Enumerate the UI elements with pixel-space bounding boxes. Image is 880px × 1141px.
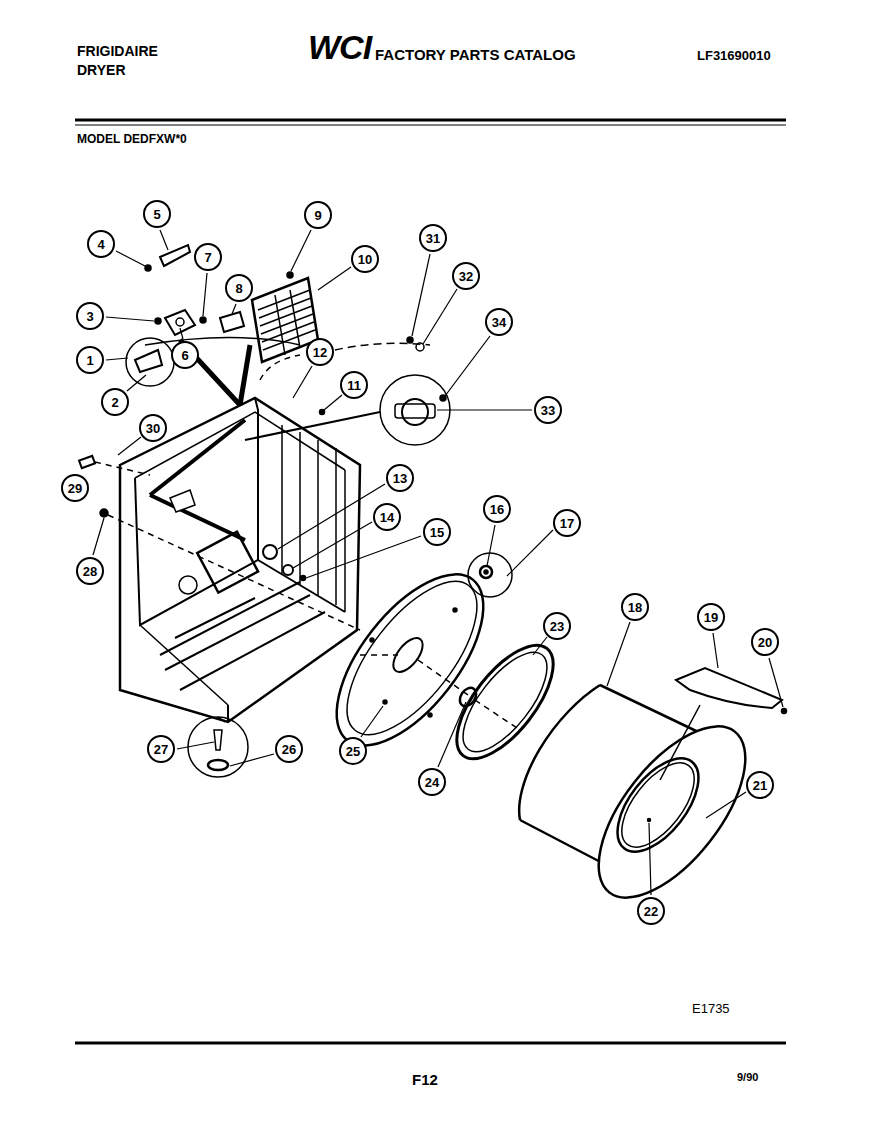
callout-text: 28	[83, 565, 97, 578]
callout-number: 31	[419, 224, 447, 252]
callout-text: 21	[753, 779, 767, 792]
callout-text: 18	[628, 601, 642, 614]
callout-number: 25	[339, 737, 367, 765]
callout-text: 26	[282, 743, 296, 756]
callout-text: 29	[68, 482, 82, 495]
callout-text: 32	[459, 270, 473, 283]
callout-text: 20	[758, 636, 772, 649]
callout-number: 33	[534, 396, 562, 424]
callout-number: 10	[351, 245, 379, 273]
callout-number: 17	[553, 509, 581, 537]
callout-text: 13	[393, 472, 407, 485]
callout-number: 27	[147, 735, 175, 763]
callout-number: 16	[483, 495, 511, 523]
callout-text: 15	[430, 526, 444, 539]
callout-number: 4	[87, 230, 115, 258]
callout-text: 22	[644, 905, 658, 918]
callout-number: 32	[452, 262, 480, 290]
callout-text: 23	[550, 620, 564, 633]
catalog-title: FACTORY PARTS CATALOG	[375, 47, 576, 62]
callout-text: 10	[358, 253, 372, 266]
header-text: LF31690010	[697, 49, 771, 62]
callout-text: 8	[235, 282, 242, 295]
callout-number: 23	[543, 612, 571, 640]
callout-text: 31	[426, 232, 440, 245]
callout-number: 30	[139, 414, 167, 442]
callout-number: 18	[621, 593, 649, 621]
header-text: FRIGIDAIRE	[77, 44, 158, 58]
callout-number: 26	[275, 735, 303, 763]
callout-text: 17	[560, 517, 574, 530]
callout-text: 12	[313, 346, 327, 359]
header-text: F12	[412, 1072, 438, 1087]
callout-number: 29	[61, 474, 89, 502]
brand-logo: WCI	[308, 30, 371, 64]
callout-number: 14	[373, 503, 401, 531]
callout-text: 27	[154, 743, 168, 756]
callout-text: 25	[346, 745, 360, 758]
callout-number: 2	[101, 388, 129, 416]
callout-text: 33	[541, 404, 555, 417]
callout-text: 7	[204, 251, 211, 264]
callout-number: 15	[423, 518, 451, 546]
callout-text: 1	[86, 354, 93, 367]
callout-number: 20	[751, 628, 779, 656]
callout-number: 3	[76, 302, 104, 330]
callout-number: 8	[225, 274, 253, 302]
callout-text: 30	[146, 422, 160, 435]
header-text: DRYER	[77, 63, 126, 77]
callout-number: 28	[76, 557, 104, 585]
callout-number: 1	[76, 346, 104, 374]
callout-text: 5	[153, 208, 160, 221]
header-text: 9/90	[737, 1072, 758, 1083]
header-text: MODEL DEDFXW*0	[77, 133, 187, 145]
callout-number: 22	[637, 897, 665, 925]
callout-number: 24	[418, 768, 446, 796]
callout-number: 21	[746, 771, 774, 799]
callout-number: 11	[340, 371, 368, 399]
callout-text: 24	[425, 776, 439, 789]
callout-number: 7	[194, 243, 222, 271]
callout-text: 6	[181, 349, 188, 362]
callout-text: 14	[380, 511, 394, 524]
callout-number: 12	[306, 338, 334, 366]
header-text: E1735	[692, 1002, 730, 1015]
callout-text: 11	[347, 379, 361, 392]
callout-text: 19	[704, 611, 718, 624]
callout-text: 9	[314, 209, 321, 222]
callout-number: 34	[485, 308, 513, 336]
callout-number: 6	[171, 341, 199, 369]
callout-text: 16	[490, 503, 504, 516]
callout-number: 19	[697, 603, 725, 631]
callout-text: 34	[492, 316, 506, 329]
callout-number: 13	[386, 464, 414, 492]
callout-text: 2	[111, 396, 118, 409]
callout-number: 5	[143, 200, 171, 228]
callout-text: 3	[86, 310, 93, 323]
callout-number: 9	[304, 201, 332, 229]
callout-text: 4	[97, 238, 104, 251]
